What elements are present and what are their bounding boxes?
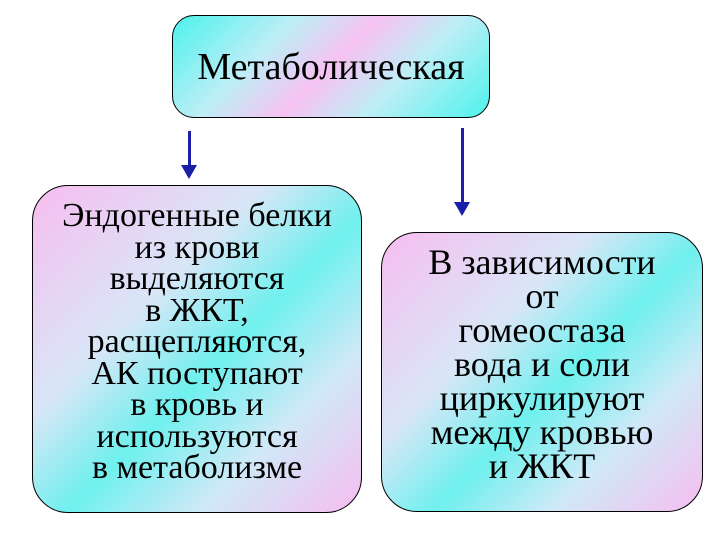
- right-node-text: В зависимости от гомеостаза вода и соли …: [382, 242, 702, 486]
- right-node-line: гомеостаза: [458, 310, 626, 350]
- left-node-line: Эндогенные белки: [62, 197, 332, 234]
- left-node-box: Эндогенные белки из крови выделяются в Ж…: [32, 185, 362, 513]
- top-node-box: Метаболическая: [172, 15, 490, 118]
- right-node-line: циркулируют: [439, 378, 645, 418]
- top-node-label: Метаболическая: [197, 45, 465, 88]
- right-node-line: от: [525, 276, 559, 316]
- left-node-line: в метаболизме: [91, 449, 303, 486]
- left-node-line: выделяются: [109, 260, 285, 297]
- right-node-box: В зависимости от гомеостаза вода и соли …: [381, 232, 703, 512]
- arrow-down-right-icon: [454, 128, 470, 216]
- right-node-line: и ЖКТ: [488, 446, 596, 486]
- left-node-line: используются: [96, 417, 298, 455]
- left-node-line: в кровь и: [130, 386, 264, 423]
- right-node-line: между кровью: [430, 412, 654, 452]
- left-node-line: из крови: [134, 228, 260, 266]
- left-node-line: расщепляются,: [87, 323, 307, 360]
- right-node-line: В зависимости: [428, 242, 656, 282]
- left-node-line: в ЖКТ,: [145, 291, 249, 329]
- right-node-line: вода и соли: [453, 344, 630, 384]
- left-node-text: Эндогенные белки из крови выделяются в Ж…: [33, 197, 361, 486]
- left-node-line: АК поступают: [91, 354, 303, 392]
- arrow-down-left-icon: [181, 131, 197, 179]
